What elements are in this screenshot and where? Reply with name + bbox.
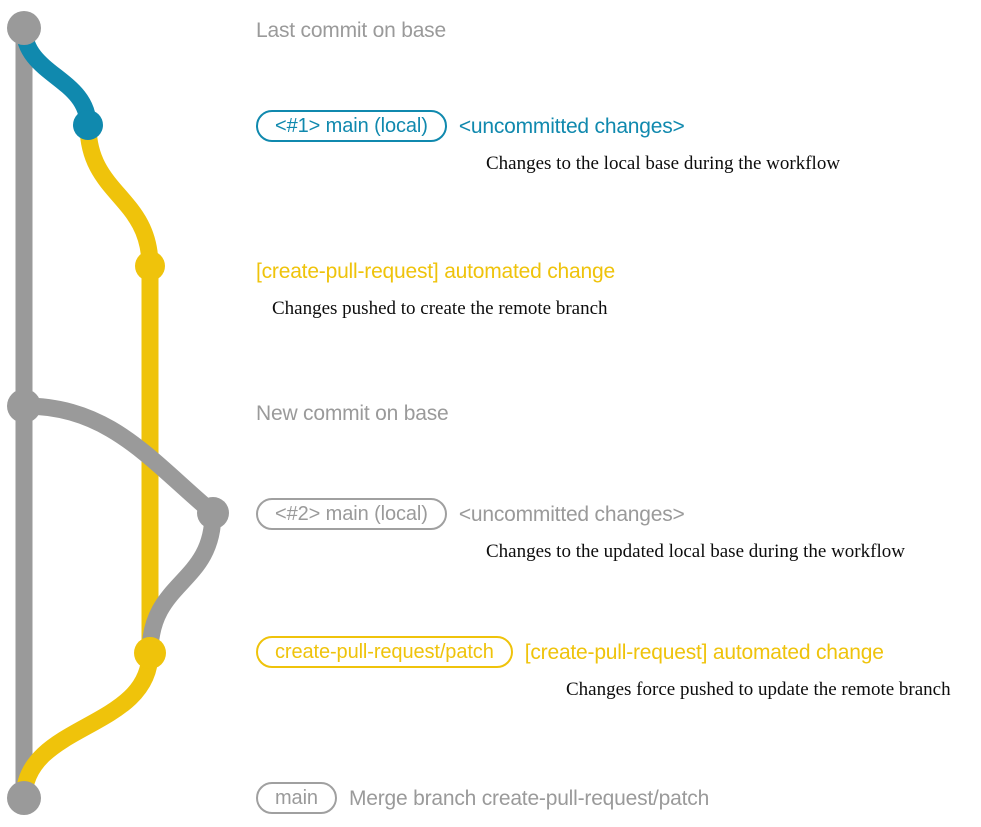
row-local-1-subtext: Changes to the local base during the wor… xyxy=(486,153,841,174)
row-automated-change-1-headline: [create-pull-request] automated change xyxy=(256,259,615,283)
row-automated-change-1-subtext: Changes pushed to create the remote bran… xyxy=(272,298,608,319)
row-automated-change-2-headline: [create-pull-request] automated change xyxy=(524,640,884,664)
row-automated-change-1: [create-pull-request] automated change C… xyxy=(256,254,615,319)
row-local-1-headline: <uncommitted changes> xyxy=(458,114,685,138)
node-local-1[interactable] xyxy=(73,110,103,140)
row-automated-change-2-subtext: Changes force pushed to update the remot… xyxy=(566,679,951,700)
branch-pill-main[interactable]: main xyxy=(256,782,337,814)
node-base-merge[interactable] xyxy=(7,781,41,815)
node-local-2[interactable] xyxy=(197,497,229,529)
row-local-2-subtext: Changes to the updated local base during… xyxy=(486,541,905,562)
row-local-2-headline: <uncommitted changes> xyxy=(458,502,685,526)
row-new-commit-headline: New commit on base xyxy=(256,401,449,425)
branch-pill-patch[interactable]: create-pull-request/patch xyxy=(256,636,513,668)
row-merge-headline: Merge branch create-pull-request/patch xyxy=(348,786,710,810)
node-patch-create[interactable] xyxy=(135,251,165,281)
row-local-1: <#1> main (local) <uncommitted changes> … xyxy=(256,109,840,173)
row-new-commit: New commit on base xyxy=(256,396,449,430)
edge-patch2-to-merge xyxy=(15,644,159,807)
row-last-commit: Last commit on base xyxy=(256,13,446,47)
row-automated-change-2: create-pull-request/patch [create-pull-r… xyxy=(256,635,951,699)
row-merge: main Merge branch create-pull-request/pa… xyxy=(256,781,709,815)
branch-pill-local-1[interactable]: <#1> main (local) xyxy=(256,110,447,142)
edge-local1-to-patch1 xyxy=(79,116,159,275)
node-base-new[interactable] xyxy=(7,389,41,423)
edge-local2-to-patch2 xyxy=(141,504,222,662)
commit-nodes xyxy=(7,11,229,815)
node-patch-force[interactable] xyxy=(134,637,166,669)
node-base-last[interactable] xyxy=(7,11,41,45)
row-local-2: <#2> main (local) <uncommitted changes> … xyxy=(256,497,905,561)
row-last-commit-headline: Last commit on base xyxy=(256,18,446,42)
branch-pill-local-2[interactable]: <#2> main (local) xyxy=(256,498,447,530)
edge-basenew-to-local2 xyxy=(15,397,222,522)
